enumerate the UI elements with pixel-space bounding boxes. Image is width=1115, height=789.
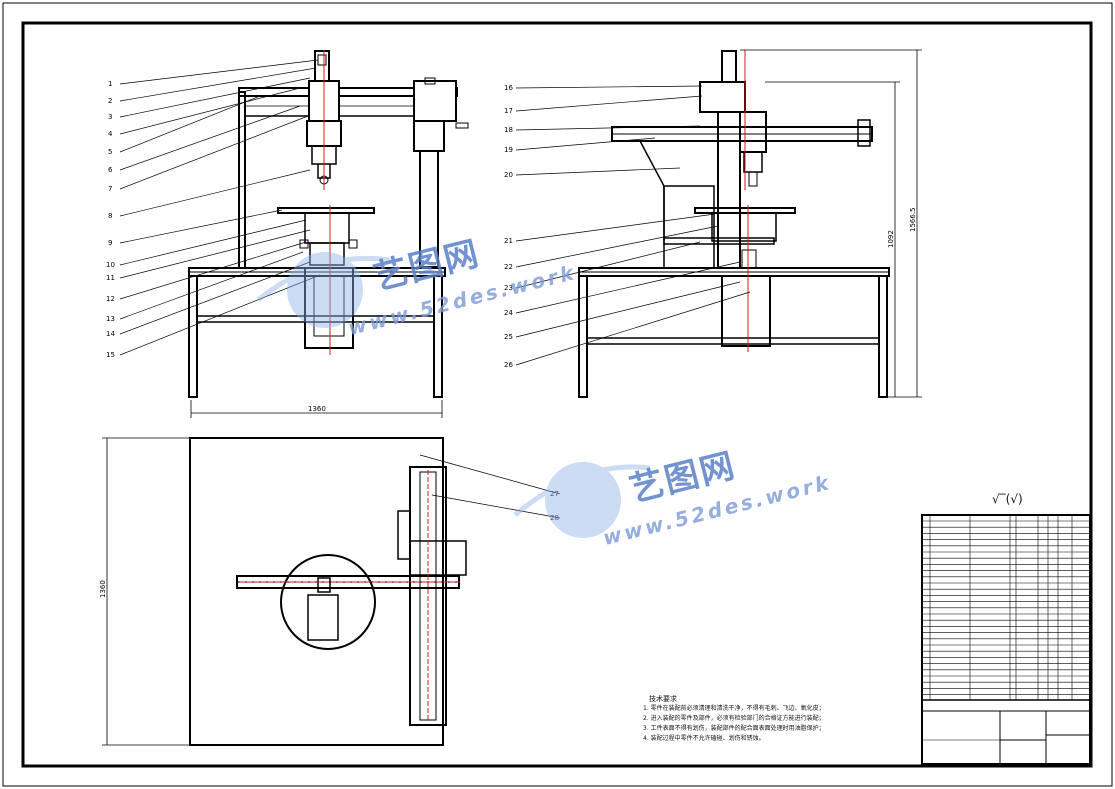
part-label-16: 16 — [504, 84, 513, 92]
part-label-28: 28 — [550, 514, 559, 522]
part-label-7: 7 — [108, 185, 112, 193]
dim-side-inner: 1092 — [887, 230, 895, 248]
part-label-12: 12 — [106, 295, 115, 303]
surface-roughness-symbol: √‾(√) — [992, 492, 1023, 506]
dim-side-outer: 1566.5 — [909, 208, 917, 233]
part-label-3: 3 — [108, 113, 112, 121]
part-label-23: 23 — [504, 284, 513, 292]
part-label-10: 10 — [106, 261, 115, 269]
requirement-item: 3. 工件表面不得有划伤，装配部件的配合面表面处理时用油脂保护； — [643, 725, 825, 732]
part-label-6: 6 — [108, 166, 113, 174]
part-label-19: 19 — [504, 146, 513, 154]
part-label-4: 4 — [108, 130, 113, 138]
part-label-22: 22 — [504, 263, 513, 271]
front-view — [188, 50, 469, 398]
technical-requirements-title: 技术要求 — [649, 695, 677, 703]
plan-view — [189, 437, 467, 746]
part-label-5: 5 — [108, 148, 112, 156]
part-label-13: 13 — [106, 315, 115, 323]
dimension-lines — [102, 49, 922, 746]
part-label-21: 21 — [504, 237, 513, 245]
requirement-item: 2. 进入装配的零件及部件，必须有检验部门的合格证方能进行装配； — [643, 715, 825, 722]
part-label-26: 26 — [504, 361, 513, 369]
requirement-item: 4. 装配过程中零件不允许磕碰、划伤和锈蚀。 — [643, 735, 765, 742]
part-label-2: 2 — [108, 97, 112, 105]
technical-requirements: 技术要求 1. 零件在装配前必须清理和清洗干净，不得有毛刺、飞边、氧化皮； 2.… — [643, 694, 825, 744]
part-label-14: 14 — [106, 330, 115, 338]
inner-border — [21, 21, 1093, 768]
part-label-27: 27 — [550, 490, 559, 498]
dim-front-width: 1360 — [308, 405, 326, 413]
leader-lines — [119, 59, 751, 519]
side-view — [578, 50, 890, 398]
title-block — [921, 514, 1091, 765]
part-label-25: 25 — [504, 333, 513, 341]
part-label-17: 17 — [504, 107, 513, 115]
part-label-24: 24 — [504, 309, 513, 317]
part-label-9: 9 — [108, 239, 112, 247]
watermark-globe — [256, 252, 651, 538]
center-lines — [240, 50, 749, 720]
part-label-18: 18 — [504, 126, 513, 134]
dim-plan-height: 1360 — [99, 580, 107, 598]
part-label-11: 11 — [106, 274, 115, 282]
part-label-20: 20 — [504, 171, 513, 179]
part-label-1: 1 — [108, 80, 112, 88]
requirement-item: 1. 零件在装配前必须清理和清洗干净，不得有毛刺、飞边、氧化皮； — [643, 705, 825, 712]
part-label-15: 15 — [106, 351, 115, 359]
part-label-8: 8 — [108, 212, 112, 220]
